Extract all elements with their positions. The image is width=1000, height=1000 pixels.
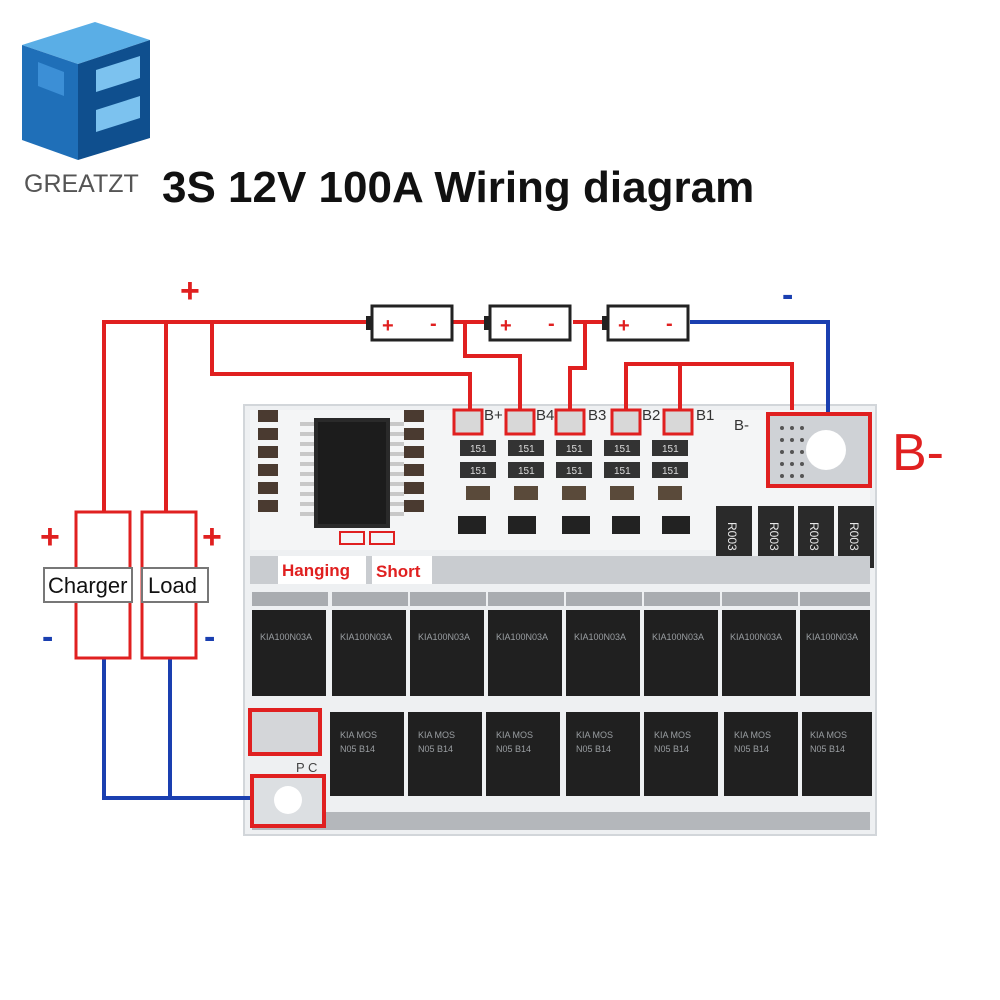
resistor-code: 151 xyxy=(662,444,679,455)
shunt-code: R003 xyxy=(725,522,739,551)
battery-minus-terminal: - xyxy=(548,313,555,335)
load-block: Load + - xyxy=(140,510,222,660)
pad-label: B3 xyxy=(588,407,606,424)
mosfet-code: KIA100N03A xyxy=(574,632,626,642)
positive-wires xyxy=(102,320,794,660)
charger-label: Charger xyxy=(48,573,127,598)
charger-block: Charger + - xyxy=(40,510,133,660)
mosfet-code: KIA100N03A xyxy=(730,632,782,642)
shunt-code: R003 xyxy=(767,522,781,551)
top-plus-label: + xyxy=(180,272,200,310)
pc-label: P C xyxy=(296,760,317,775)
brand-name: GREATZT xyxy=(24,170,139,198)
mosfet-code: KIA MOS xyxy=(496,730,533,740)
load-label: Load xyxy=(148,573,197,598)
mosfet-code: KIA MOS xyxy=(340,730,377,740)
pad-label: B+ xyxy=(484,407,503,424)
battery-plus-terminal: + xyxy=(382,315,394,337)
top-minus-label: - xyxy=(782,276,793,314)
pad-label: B2 xyxy=(642,407,660,424)
resistor-code: 151 xyxy=(470,466,487,477)
mosfet-code: N05 B14 xyxy=(654,744,689,754)
mosfet-code: KIA MOS xyxy=(810,730,847,740)
mosfet-code: KIA MOS xyxy=(576,730,613,740)
resistor-code: 151 xyxy=(614,466,631,477)
protection-ic xyxy=(300,418,404,528)
balance-resistors: 151 151 151 151 151 151 151 151 151 151 xyxy=(458,440,690,534)
mosfet-code: KIA MOS xyxy=(734,730,771,740)
hanging-short-jumpers: Hanging Short xyxy=(278,531,432,584)
resistor-code: 151 xyxy=(614,444,631,455)
brand-logo xyxy=(22,22,150,160)
shunt-code: R003 xyxy=(807,522,821,551)
b-minus-terminal xyxy=(766,412,872,488)
mosfet-array: KIA100N03A KIA100N03A KIA100N03A KIA100N… xyxy=(252,592,872,830)
mosfet-code: N05 B14 xyxy=(734,744,769,754)
page-title: 3S 12V 100A Wiring diagram xyxy=(162,163,754,212)
mosfet-code: N05 B14 xyxy=(576,744,611,754)
mosfet-code: KIA100N03A xyxy=(496,632,548,642)
mosfet-code: KIA100N03A xyxy=(418,632,470,642)
pad-label: B4 xyxy=(536,407,554,424)
balance-pads xyxy=(452,408,694,436)
battery-2: + - xyxy=(484,304,572,342)
load-plus: + xyxy=(202,518,222,556)
pcb-board: 151 151 151 151 151 151 151 151 151 151 xyxy=(243,404,877,836)
battery-plus-terminal: + xyxy=(500,315,512,337)
battery-minus-terminal: - xyxy=(666,313,673,335)
charger-plus: + xyxy=(40,518,60,556)
negative-wires xyxy=(102,320,830,800)
load-minus: - xyxy=(204,618,215,656)
battery-1: + - xyxy=(366,304,454,342)
pad-label: B1 xyxy=(696,407,714,424)
resistor-code: 151 xyxy=(470,444,487,455)
mosfet-code: KIA MOS xyxy=(418,730,455,740)
mosfet-code: N05 B14 xyxy=(340,744,375,754)
battery-plus-terminal: + xyxy=(618,315,630,337)
short-label: Short xyxy=(376,562,421,581)
battery-3: + - xyxy=(602,304,690,342)
mosfet-code: KIA100N03A xyxy=(260,632,312,642)
resistor-code: 151 xyxy=(518,444,535,455)
mosfet-code: KIA100N03A xyxy=(340,632,392,642)
pad-label: B- xyxy=(734,417,749,434)
mosfet-code: KIA MOS xyxy=(654,730,691,740)
mosfet-code: KIA100N03A xyxy=(806,632,858,642)
resistor-code: 151 xyxy=(662,466,679,477)
resistor-code: 151 xyxy=(566,444,583,455)
resistor-code: 151 xyxy=(566,466,583,477)
shunt-code: R003 xyxy=(847,522,861,551)
b-minus-label: B- xyxy=(892,424,944,482)
p-terminals: P C xyxy=(248,708,326,828)
mosfet-code: N05 B14 xyxy=(418,744,453,754)
mosfet-code: N05 B14 xyxy=(810,744,845,754)
mosfet-code: N05 B14 xyxy=(496,744,531,754)
hanging-label: Hanging xyxy=(282,561,350,580)
charger-minus: - xyxy=(42,618,53,656)
mosfet-code: KIA100N03A xyxy=(652,632,704,642)
resistor-code: 151 xyxy=(518,466,535,477)
battery-minus-terminal: - xyxy=(430,313,437,335)
